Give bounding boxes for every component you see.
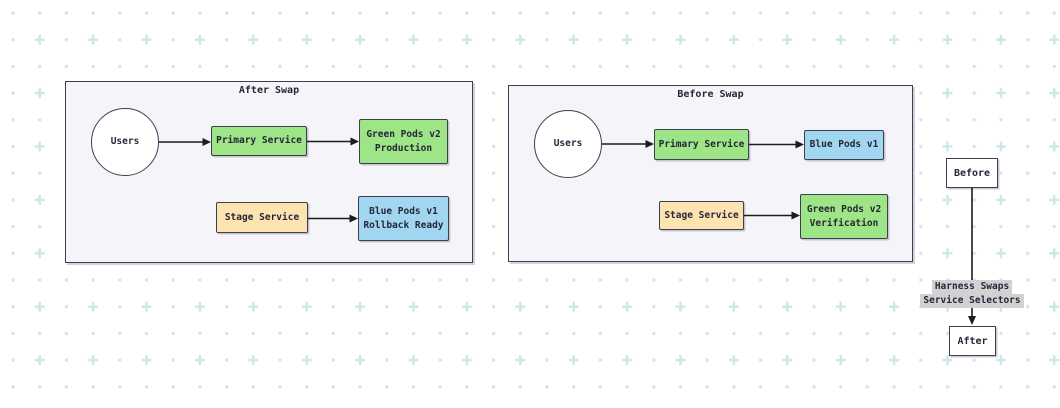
arrow-stage-to-green-pods[interactable]	[744, 211, 800, 220]
node-green-pods-verification[interactable]: Green Pods v2 Verification	[800, 194, 888, 239]
group-title-before-swap: Before Swap	[677, 89, 744, 100]
node-blue-pods-rollback[interactable]: Blue Pods v1 Rollback Ready	[358, 196, 449, 241]
node-blue-pods-rollback-label: Blue Pods v1 Rollback Ready	[363, 205, 444, 231]
edge-label-line1: Harness Swaps	[931, 280, 1013, 294]
edge-label-harness-swaps[interactable]: Harness Swaps Service Selectors	[912, 280, 1032, 308]
arrow-users-to-primary[interactable]	[602, 140, 654, 148]
node-before-label: Before	[953, 167, 991, 179]
node-primary-service-label: Primary Service	[658, 138, 745, 150]
node-green-pods-verification-label: Green Pods v2 Verification	[806, 203, 882, 229]
group-after-swap[interactable]: After Swap Users Primary Service Green P…	[65, 81, 473, 263]
node-stage-service-label: Stage Service	[664, 209, 739, 221]
arrow-primary-to-blue-pods[interactable]	[749, 140, 804, 149]
node-blue-pods-v1-label: Blue Pods v1	[809, 139, 879, 150]
arrow-primary-to-green-pods[interactable]	[307, 137, 359, 146]
node-before[interactable]: Before	[946, 158, 998, 188]
node-green-pods-production-label: Green Pods v2 Production	[366, 128, 441, 154]
group-before-swap[interactable]: Before Swap Users Primary Service Blue P…	[508, 85, 913, 262]
node-green-pods-production[interactable]: Green Pods v2 Production	[359, 119, 448, 164]
group-title-after-swap: After Swap	[238, 85, 300, 96]
arrow-stage-to-blue-pods[interactable]	[308, 214, 358, 223]
node-users-label: Users	[110, 136, 140, 147]
node-stage-service[interactable]: Stage Service	[216, 202, 308, 233]
edge-label-line2: Service Selectors	[920, 294, 1024, 308]
node-users[interactable]: Users	[534, 110, 602, 178]
node-users-label: Users	[553, 138, 583, 149]
node-after[interactable]: After	[949, 326, 996, 356]
node-primary-service-label: Primary Service	[216, 135, 302, 146]
node-users[interactable]: Users	[91, 108, 159, 176]
node-blue-pods-v1[interactable]: Blue Pods v1	[804, 130, 884, 160]
node-primary-service[interactable]: Primary Service	[211, 126, 307, 156]
node-stage-service-label: Stage Service	[224, 211, 300, 223]
node-stage-service[interactable]: Stage Service	[659, 201, 744, 230]
after-swap-arrows	[159, 137, 359, 223]
before-swap-arrows	[602, 140, 804, 220]
node-after-label: After	[957, 335, 988, 347]
arrow-users-to-primary[interactable]	[159, 138, 211, 146]
node-primary-service[interactable]: Primary Service	[654, 129, 749, 160]
